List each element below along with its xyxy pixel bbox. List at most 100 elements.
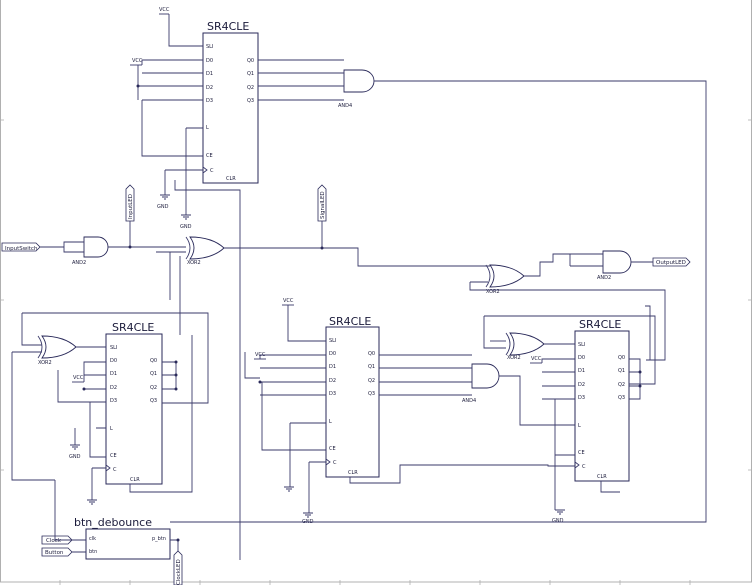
vcc-label: VCC bbox=[531, 356, 542, 362]
pin-label: Q2 bbox=[618, 382, 625, 388]
pin-label: Q3 bbox=[150, 398, 157, 404]
shift-register-4: SR4CLE SLI D0 D1 D2 D3 L CE C Q0 Q1 Q2 Q… bbox=[574, 318, 630, 482]
gnd-label: GND bbox=[69, 454, 81, 460]
shift-register-1-body bbox=[202, 32, 259, 184]
pin-label: Q0 bbox=[247, 58, 254, 64]
gnd-label: GND bbox=[157, 204, 169, 210]
io-output-led: OutputLED bbox=[652, 257, 691, 267]
pin-label: L bbox=[329, 419, 332, 425]
clock-triangle bbox=[105, 464, 111, 472]
pin-label: D0 bbox=[578, 355, 585, 361]
io-label: SignalLED bbox=[320, 191, 326, 219]
debounce-block: btn_debounce clk btn p_btn bbox=[74, 516, 171, 560]
pin-label: D0 bbox=[110, 358, 117, 364]
shift-register-3: SR4CLE SLI D0 D1 D2 D3 L CE C Q0 Q1 Q2 Q… bbox=[325, 315, 380, 478]
gate-label: AND2 bbox=[597, 275, 611, 281]
gate-label: XOR2 bbox=[486, 289, 500, 295]
pin-label: CE bbox=[110, 453, 117, 459]
pin-label: Q3 bbox=[368, 391, 375, 397]
xor2-gate-right: XOR2 bbox=[505, 332, 545, 361]
clock-triangle bbox=[325, 458, 331, 466]
shift-register-4-body bbox=[574, 330, 630, 482]
pin-label: Q0 bbox=[618, 355, 625, 361]
pin-label: D3 bbox=[110, 398, 117, 404]
pin-label: C bbox=[582, 464, 586, 470]
gate-label: AND4 bbox=[462, 398, 476, 404]
gate-label: AND2 bbox=[72, 260, 86, 266]
pin-label: L bbox=[110, 426, 113, 432]
io-label: Button bbox=[45, 550, 64, 556]
pin-label: SLI bbox=[578, 342, 585, 348]
pin-label: D0 bbox=[206, 58, 213, 64]
shift-register-3-body bbox=[325, 326, 380, 478]
io-label: InputSwitch bbox=[5, 246, 38, 252]
pin-label: D3 bbox=[329, 391, 336, 397]
pin-label: L bbox=[206, 125, 209, 131]
gate-label: XOR2 bbox=[507, 355, 521, 361]
gnd-label: GND bbox=[552, 518, 564, 524]
shift-register-1-title: SR4CLE bbox=[207, 20, 249, 33]
pin-label: SLI bbox=[206, 44, 213, 50]
pin-label: L bbox=[578, 423, 581, 429]
gnd-label: GND bbox=[180, 224, 192, 230]
io-signal-led: SignalLED bbox=[317, 184, 327, 222]
io-label: ClockLED bbox=[176, 559, 182, 585]
junction-dots bbox=[82, 84, 642, 542]
xor2-gate-top: XOR2 bbox=[185, 236, 225, 266]
xor2-gate-left: XOR2 bbox=[37, 335, 77, 366]
pin-label: Q0 bbox=[368, 351, 375, 357]
shift-register-2-title: SR4CLE bbox=[112, 321, 154, 334]
pin-label: D1 bbox=[329, 364, 336, 370]
pin-label: D2 bbox=[329, 378, 336, 384]
debounce-title: btn_debounce bbox=[74, 516, 152, 529]
xor2-gate-mid: XOR2 bbox=[485, 264, 525, 295]
io-label: OutputLED bbox=[656, 260, 686, 266]
pin-label: CLR bbox=[348, 470, 358, 476]
shift-register-2: SR4CLE SLI D0 D1 D2 D3 L CE C Q0 Q1 Q2 Q… bbox=[105, 321, 163, 485]
gate-label: XOR2 bbox=[187, 260, 201, 266]
pin-label: D3 bbox=[206, 98, 213, 104]
and2-gate-output: AND2 bbox=[597, 250, 632, 281]
clock-triangle bbox=[574, 461, 580, 469]
pin-label: Q1 bbox=[618, 368, 625, 374]
frame-ticks bbox=[0, 119, 752, 585]
shift-register-1: SR4CLE SLI D0 D1 D2 D3 L CE C Q0 Q1 Q2 Q… bbox=[202, 20, 259, 184]
pin-label: C bbox=[113, 467, 117, 473]
pin-label: CLR bbox=[597, 474, 607, 480]
pin-label: D2 bbox=[206, 85, 213, 91]
pin-label: Q1 bbox=[150, 371, 157, 377]
wires bbox=[11, 14, 707, 560]
pin-label: SLI bbox=[110, 345, 117, 351]
vcc-label: VCC bbox=[73, 375, 84, 381]
pin-label: Q1 bbox=[368, 364, 375, 370]
io-input-led: InputLED bbox=[125, 184, 135, 222]
io-button: Button bbox=[41, 547, 73, 557]
io-label: Clock bbox=[46, 538, 62, 544]
pin-label: btn bbox=[89, 549, 97, 555]
pin-label: Q0 bbox=[150, 358, 157, 364]
vcc-label: VCC bbox=[132, 58, 143, 64]
io-label: InputLED bbox=[128, 194, 134, 219]
shift-register-4-title: SR4CLE bbox=[579, 318, 621, 331]
pin-label: D1 bbox=[578, 368, 585, 374]
clock-triangle bbox=[202, 166, 208, 174]
pin-label: CE bbox=[578, 450, 585, 456]
pin-label: D0 bbox=[329, 351, 336, 357]
pin-label: Q1 bbox=[247, 71, 254, 77]
shift-register-3-title: SR4CLE bbox=[329, 315, 371, 328]
pin-label: CE bbox=[206, 153, 213, 159]
pin-label: clk bbox=[89, 536, 96, 542]
io-clock-led: ClockLED bbox=[173, 550, 183, 585]
io-input-switch: InputSwitch bbox=[1, 242, 41, 252]
and4-gate-mid: AND4 bbox=[462, 363, 500, 404]
pin-label: CE bbox=[329, 446, 336, 452]
pin-label: D1 bbox=[206, 71, 213, 77]
pin-label: Q3 bbox=[247, 98, 254, 104]
and4-gate-top: AND4 bbox=[338, 69, 375, 109]
pin-label: p_btn bbox=[152, 536, 166, 542]
pin-label: D1 bbox=[110, 371, 117, 377]
vcc-label: VCC bbox=[283, 298, 294, 304]
debounce-body bbox=[85, 528, 171, 560]
